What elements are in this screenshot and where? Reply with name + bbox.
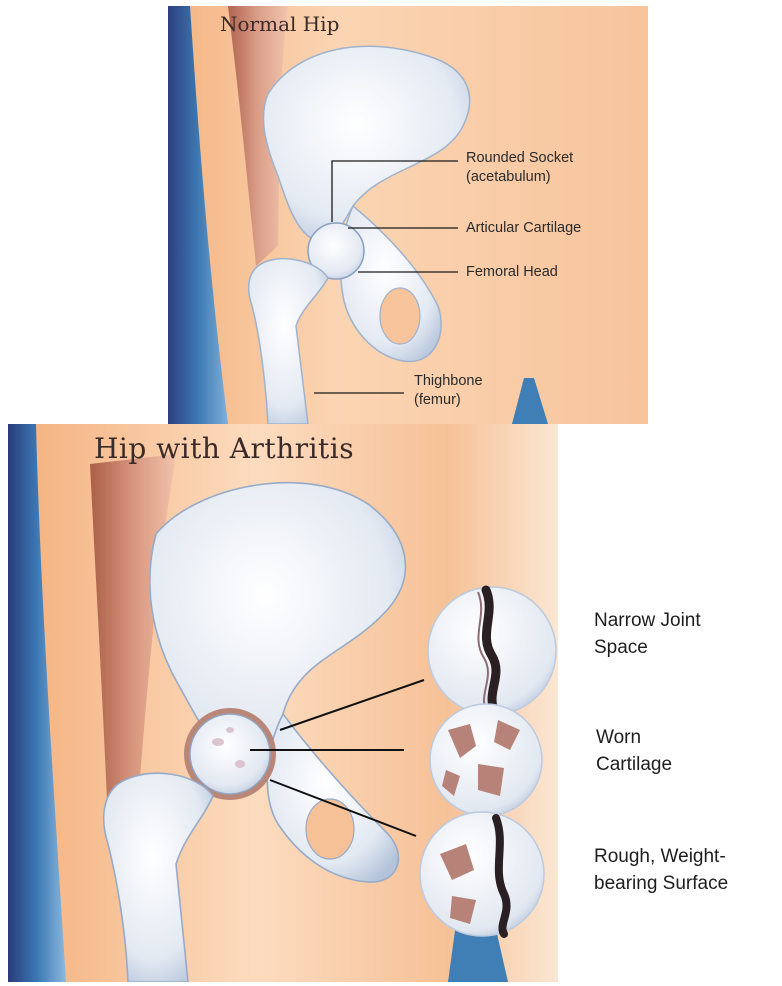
normal-hip-panel: Normal Hip Rounded Socket (acetabulum) A…: [168, 6, 648, 424]
articular-cartilage-label: Articular Cartilage: [466, 219, 581, 238]
arthritis-hip-panel: Hip with Arthritis: [8, 424, 558, 982]
thighbone-label: Thighbone (femur): [414, 372, 483, 410]
normal-hip-illustration: [168, 6, 648, 424]
arthritis-hip-illustration: [8, 424, 558, 982]
femoral-head-label: Femoral Head: [466, 263, 558, 282]
narrow-joint-space-label: Narrow Joint Space: [594, 607, 701, 661]
arthritis-hip-title: Hip with Arthritis: [94, 432, 354, 465]
rounded-socket-label: Rounded Socket (acetabulum): [466, 149, 573, 187]
rough-weight-bearing-surface-label: Rough, Weight- bearing Surface: [594, 843, 728, 897]
worn-cartilage-label: Worn Cartilage: [596, 724, 672, 778]
normal-hip-title: Normal Hip: [220, 12, 339, 36]
